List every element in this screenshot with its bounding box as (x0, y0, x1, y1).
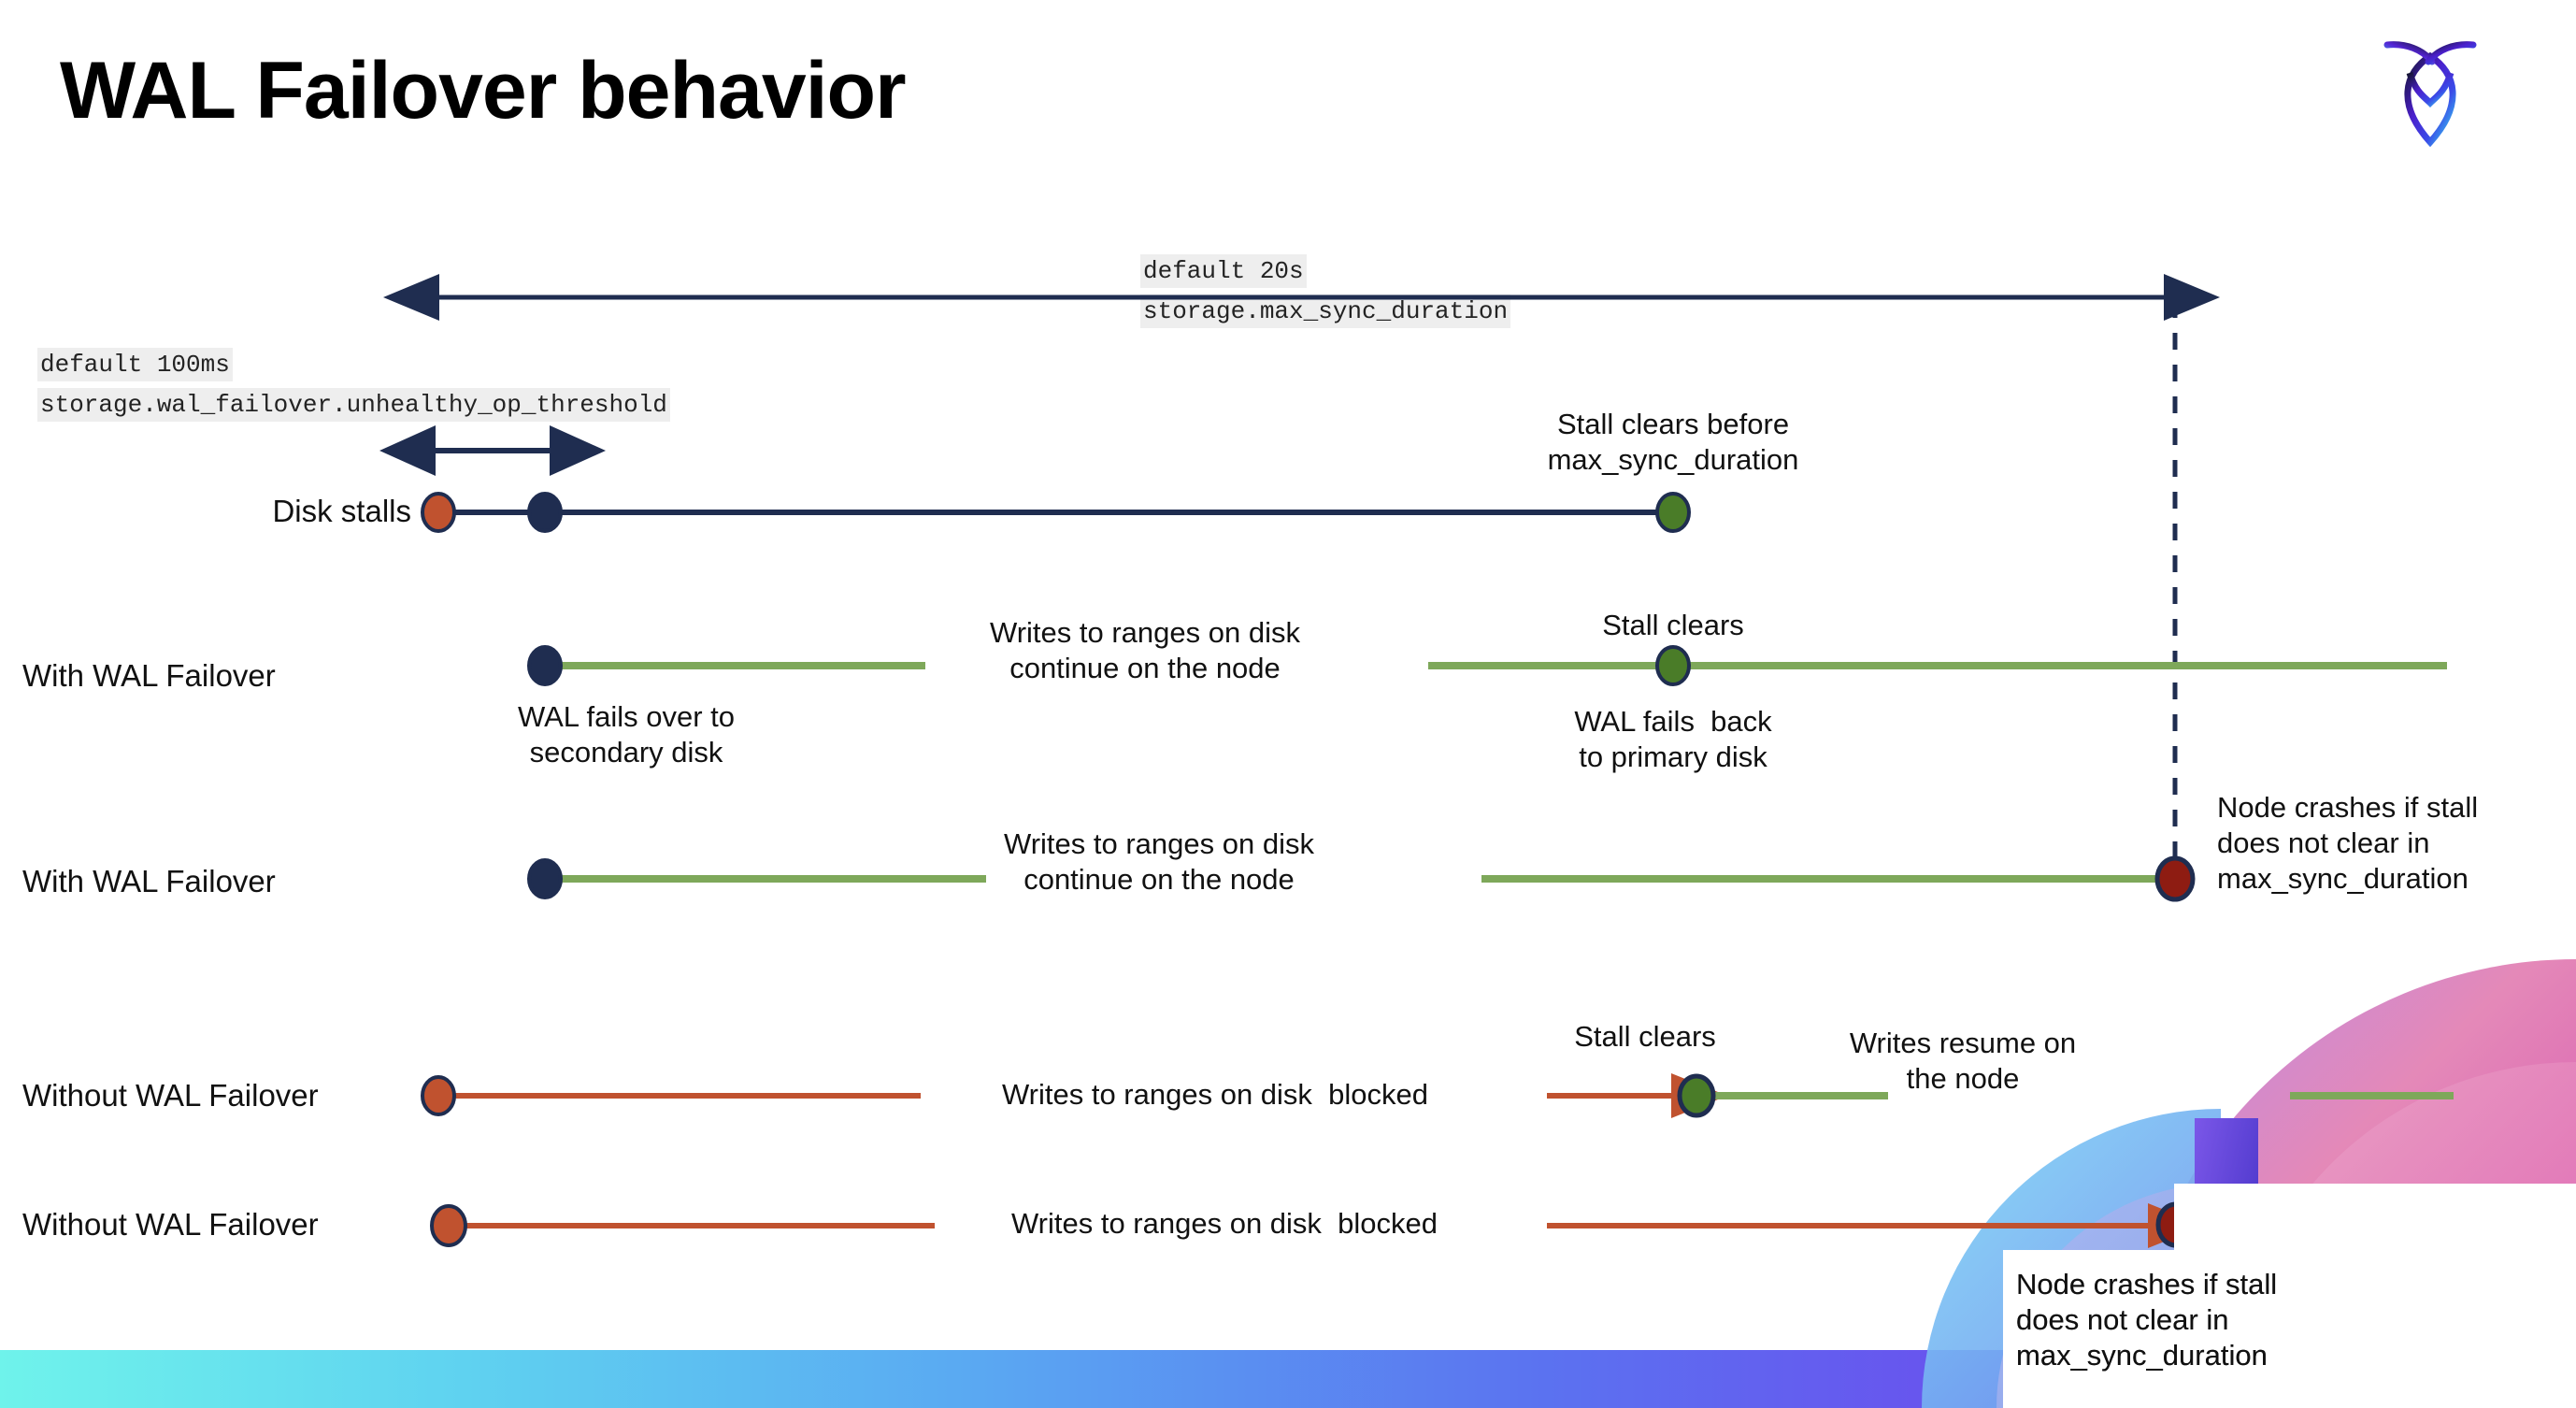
note-node-crashes-1: Node crashes if stall does not clear in … (2217, 791, 2479, 895)
disk-stall-threshold-dot (527, 492, 563, 533)
wal-failover-2-failover-dot (527, 858, 563, 899)
note-node-crashes-2-overlay: Node crashes if stall does not clear in … (2016, 1268, 2278, 1372)
wal-failover-1-failover-dot (527, 645, 563, 686)
row-label-without-wal-failover-1: Without WAL Failover (22, 1078, 319, 1113)
cockroachdb-logo (2374, 24, 2486, 151)
note-writes-blocked-1: Writes to ranges on disk blocked (1001, 1078, 1429, 1111)
row-label-disk-stalls: Disk stalls (272, 494, 411, 528)
page-title: WAL Failover behavior (60, 46, 907, 136)
without-failover-1-stall-dot (421, 1075, 456, 1116)
logo-mark (2383, 41, 2477, 148)
note-stall-clears-1: Stall clears (1602, 609, 1744, 641)
disk-stall-clear-dot (1655, 492, 1691, 533)
note-writes-continue-2: Writes to ranges on disk continue on the… (1004, 827, 1314, 896)
note-wal-fails-over: WAL fails over to secondary disk (517, 700, 735, 769)
row-label-without-wal-failover-2: Without WAL Failover (22, 1207, 319, 1242)
row-label-with-wal-failover-1: With WAL Failover (22, 658, 276, 693)
without-failover-2-stall-dot (430, 1204, 467, 1247)
note-wal-fails-back: WAL fails back to primary disk (1574, 705, 1772, 773)
note-stall-clears-2: Stall clears (1574, 1020, 1716, 1053)
wal-failover-2-crash-dot (2154, 855, 2196, 902)
note-stall-clears-before: Stall clears before max_sync_duration (1547, 408, 1799, 476)
note-writes-blocked-2: Writes to ranges on disk blocked (1010, 1207, 1438, 1240)
unhealthy-op-threshold-setting: storage.wal_failover.unhealthy_op_thresh… (37, 388, 670, 423)
without-failover-1-stall-clears-dot (1677, 1073, 1716, 1118)
row-label-with-wal-failover-2: With WAL Failover (22, 864, 276, 898)
unhealthy-op-threshold-default: default 100ms (37, 348, 233, 382)
note-writes-resume: Writes resume on the node (1849, 1027, 2077, 1095)
disk-stall-start-dot (421, 492, 456, 533)
note-writes-continue-1: Writes to ranges on disk continue on the… (990, 616, 1300, 684)
wal-failover-1-stall-clears-dot (1655, 645, 1691, 686)
